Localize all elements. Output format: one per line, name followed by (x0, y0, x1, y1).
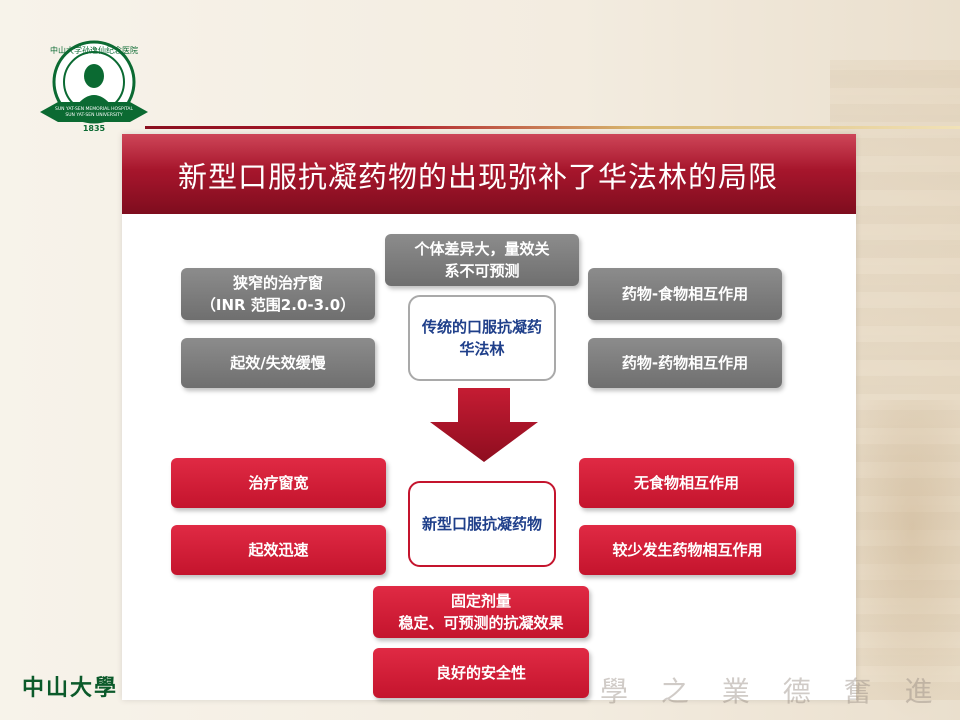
box-slow-onset: 起效/失效缓慢 (181, 338, 375, 388)
svg-text:中山大学孙逸仙纪念医院: 中山大学孙逸仙纪念医院 (50, 45, 138, 55)
box-good-safety: 良好的安全性 (373, 648, 589, 698)
box-rapid-onset: 起效迅速 (171, 525, 386, 575)
box-wide-window: 治疗窗宽 (171, 458, 386, 508)
svg-text:SUN YAT-SEN UNIVERSITY: SUN YAT-SEN UNIVERSITY (65, 112, 122, 118)
box-individual-variation: 个体差异大，量效关 系不可预测 (385, 234, 579, 286)
center-novel-anticoagulant: 新型口服抗凝药物 (408, 481, 556, 567)
box-narrow-window: 狭窄的治疗窗 （INR 范围2.0-3.0） (181, 268, 375, 320)
svg-text:1835: 1835 (83, 124, 106, 133)
box-less-drug-interaction: 较少发生药物相互作用 (579, 525, 796, 575)
university-wordmark: 中山大學 (22, 675, 119, 701)
box-drug-drug: 药物-药物相互作用 (588, 338, 782, 388)
box-fixed-dose: 固定剂量 稳定、可预测的抗凝效果 (373, 586, 589, 638)
box-no-food-interaction: 无食物相互作用 (579, 458, 794, 508)
box-drug-food: 药物-食物相互作用 (588, 268, 782, 320)
header-rule (145, 126, 960, 129)
center-traditional-warfarin: 传统的口服抗凝药 华法林 (408, 295, 556, 381)
background-arch (840, 400, 960, 720)
down-arrow-icon (430, 388, 538, 462)
svg-text:SUN YAT-SEN MEMORIAL HOSPITAL: SUN YAT-SEN MEMORIAL HOSPITAL (55, 106, 133, 112)
slide-title: 新型口服抗凝药物的出现弥补了华法林的局限 (178, 160, 779, 194)
hospital-logo: 中山大学孙逸仙纪念医院 SUN YAT-SEN MEMORIAL HOSPITA… (40, 40, 148, 133)
university-motto: 學 之 業 德 奮 進 (600, 675, 945, 708)
title-banner: 新型口服抗凝药物的出现弥补了华法林的局限 (122, 134, 856, 214)
